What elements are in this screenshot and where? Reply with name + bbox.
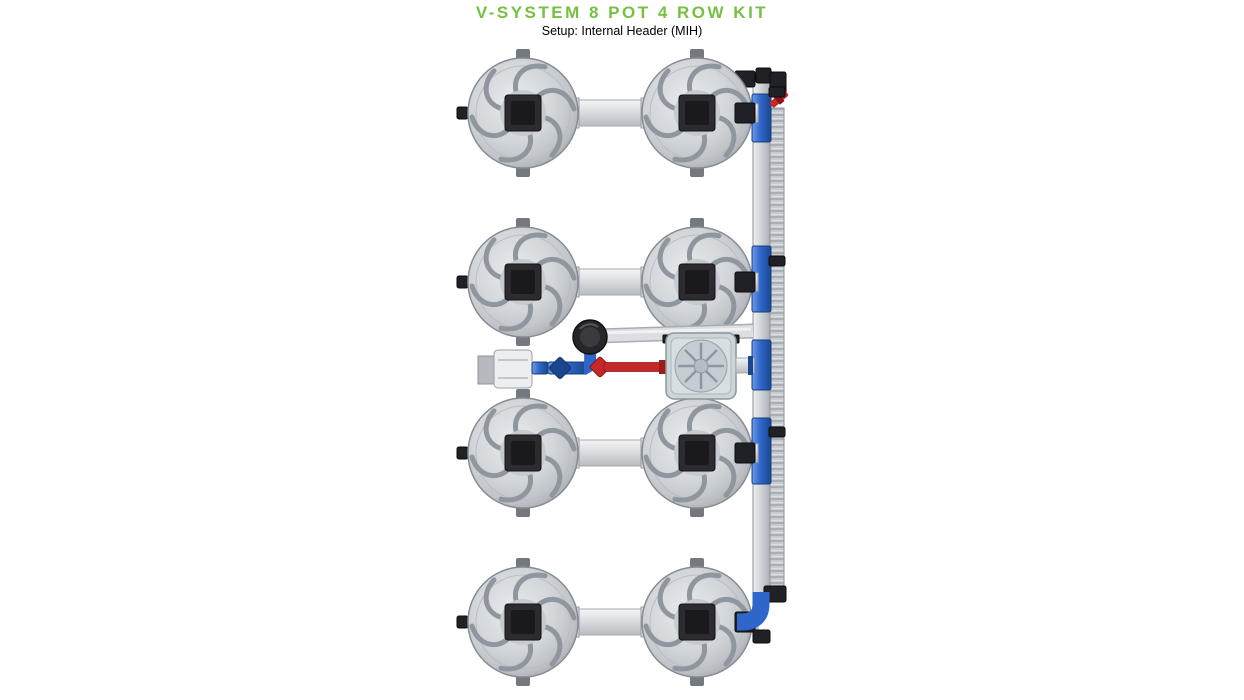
manifold-blue-segment xyxy=(751,339,772,391)
diagram-header: V-SYSTEM 8 POT 4 ROW KIT Setup: Internal… xyxy=(0,3,1244,38)
pump-motor xyxy=(477,355,497,385)
manifold-tee xyxy=(734,271,756,293)
pot-row-3 xyxy=(456,389,786,517)
inter-pot-pipe xyxy=(568,439,652,467)
red-union xyxy=(589,356,611,378)
manifold-top-cap xyxy=(755,67,772,84)
pump-body xyxy=(493,349,533,389)
return-coupling xyxy=(768,255,786,267)
inter-pot-pipe xyxy=(568,99,652,127)
return-coupling xyxy=(768,86,786,98)
manifold-tee xyxy=(734,442,756,464)
inter-pot-pipe xyxy=(568,268,652,296)
pot-row-4 xyxy=(456,558,759,686)
outlet-clamp xyxy=(748,356,753,375)
pot xyxy=(468,389,578,517)
controller-reservoir xyxy=(662,332,740,400)
manifold-pipe xyxy=(752,79,771,599)
red-feed-line xyxy=(603,362,667,372)
pump-assembly xyxy=(477,319,755,400)
drain-fitting xyxy=(456,615,469,629)
union-nut xyxy=(549,357,571,379)
pot-row-2 xyxy=(456,218,786,346)
pot xyxy=(468,218,578,346)
inter-pot-pipe xyxy=(568,608,652,636)
manifold-assembly xyxy=(734,67,789,603)
pot xyxy=(468,558,578,686)
inline-valve xyxy=(572,319,608,355)
return-coupling xyxy=(768,426,786,438)
manifold-bottom-cap xyxy=(752,629,771,644)
page-subtitle: Setup: Internal Header (MIH) xyxy=(541,24,703,38)
red-connector xyxy=(659,360,667,374)
return-line xyxy=(769,107,785,601)
manifold-bottom-elbow xyxy=(737,592,771,644)
drain-fitting xyxy=(456,275,469,289)
drain-fitting xyxy=(456,446,469,460)
pump-outlet xyxy=(531,361,549,375)
drain-fitting xyxy=(456,106,469,120)
page-title: V-SYSTEM 8 POT 4 ROW KIT xyxy=(475,3,769,22)
pot-row-1 xyxy=(456,49,786,177)
manifold-tee xyxy=(734,102,756,124)
pot xyxy=(468,49,578,177)
